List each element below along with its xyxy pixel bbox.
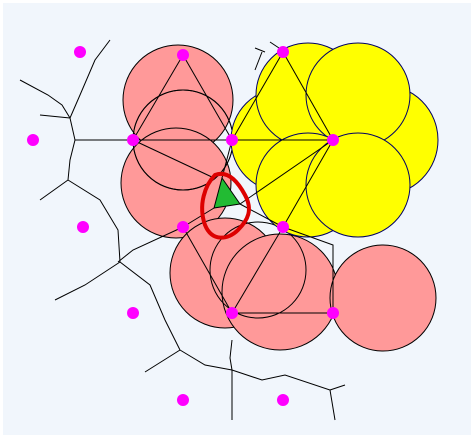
delaunay-edge xyxy=(231,51,284,141)
pink-disk xyxy=(209,221,307,319)
voronoi-edge xyxy=(67,117,76,181)
sample-point xyxy=(74,46,86,58)
delaunay-edge xyxy=(132,54,184,141)
voronoi-edge xyxy=(39,114,71,119)
delaunay-edge xyxy=(132,139,215,179)
voronoi-edge xyxy=(117,226,184,263)
delaunay-edge xyxy=(282,226,334,313)
voronoi-edge xyxy=(19,79,71,119)
sample-point xyxy=(177,221,189,233)
sample-point xyxy=(327,134,339,146)
sample-point xyxy=(177,49,189,61)
voronoi-edge xyxy=(144,349,181,373)
delaunay-edge xyxy=(182,207,215,228)
sample-point xyxy=(226,134,238,146)
sample-point xyxy=(127,134,139,146)
sample-point xyxy=(327,307,339,319)
sample-point xyxy=(277,394,289,406)
pink-disk xyxy=(221,233,339,351)
red-highlight-loop xyxy=(200,171,251,240)
voronoi-edge xyxy=(254,51,263,71)
delaunay-edge xyxy=(182,54,233,141)
yellow-disk xyxy=(305,132,411,238)
sample-point xyxy=(127,307,139,319)
voronoi-edge xyxy=(231,369,336,421)
sample-point xyxy=(77,221,89,233)
voronoi-edge xyxy=(229,339,233,371)
voronoi-disk-diagram xyxy=(19,39,439,421)
voronoi-edge xyxy=(179,349,233,371)
green-gap-region xyxy=(213,176,241,209)
voronoi-edges xyxy=(19,39,346,421)
pink-disk-group-lower xyxy=(169,217,437,352)
sample-point xyxy=(177,394,189,406)
sample-point xyxy=(27,134,39,146)
delaunay-edge xyxy=(221,139,233,179)
pink-disk xyxy=(329,244,437,352)
voronoi-edge xyxy=(39,179,69,201)
sample-point xyxy=(277,221,289,233)
sample-point xyxy=(226,307,238,319)
sample-points xyxy=(27,46,339,406)
delaunay-edge xyxy=(182,226,233,314)
delaunay-edge xyxy=(239,139,334,205)
voronoi-edge xyxy=(254,47,266,53)
voronoi-edge xyxy=(54,261,121,301)
voronoi-edge xyxy=(67,179,121,263)
voronoi-edge xyxy=(329,384,346,391)
delaunay-edge xyxy=(231,226,284,314)
delaunay-edge xyxy=(282,139,334,228)
delaunay-edge xyxy=(282,51,334,141)
diagram-panel xyxy=(3,3,471,435)
yellow-disk-flower xyxy=(230,42,439,238)
sample-point xyxy=(277,46,289,58)
voronoi-edge xyxy=(69,39,111,119)
voronoi-edge xyxy=(119,261,181,351)
yellow-disk xyxy=(305,42,411,148)
